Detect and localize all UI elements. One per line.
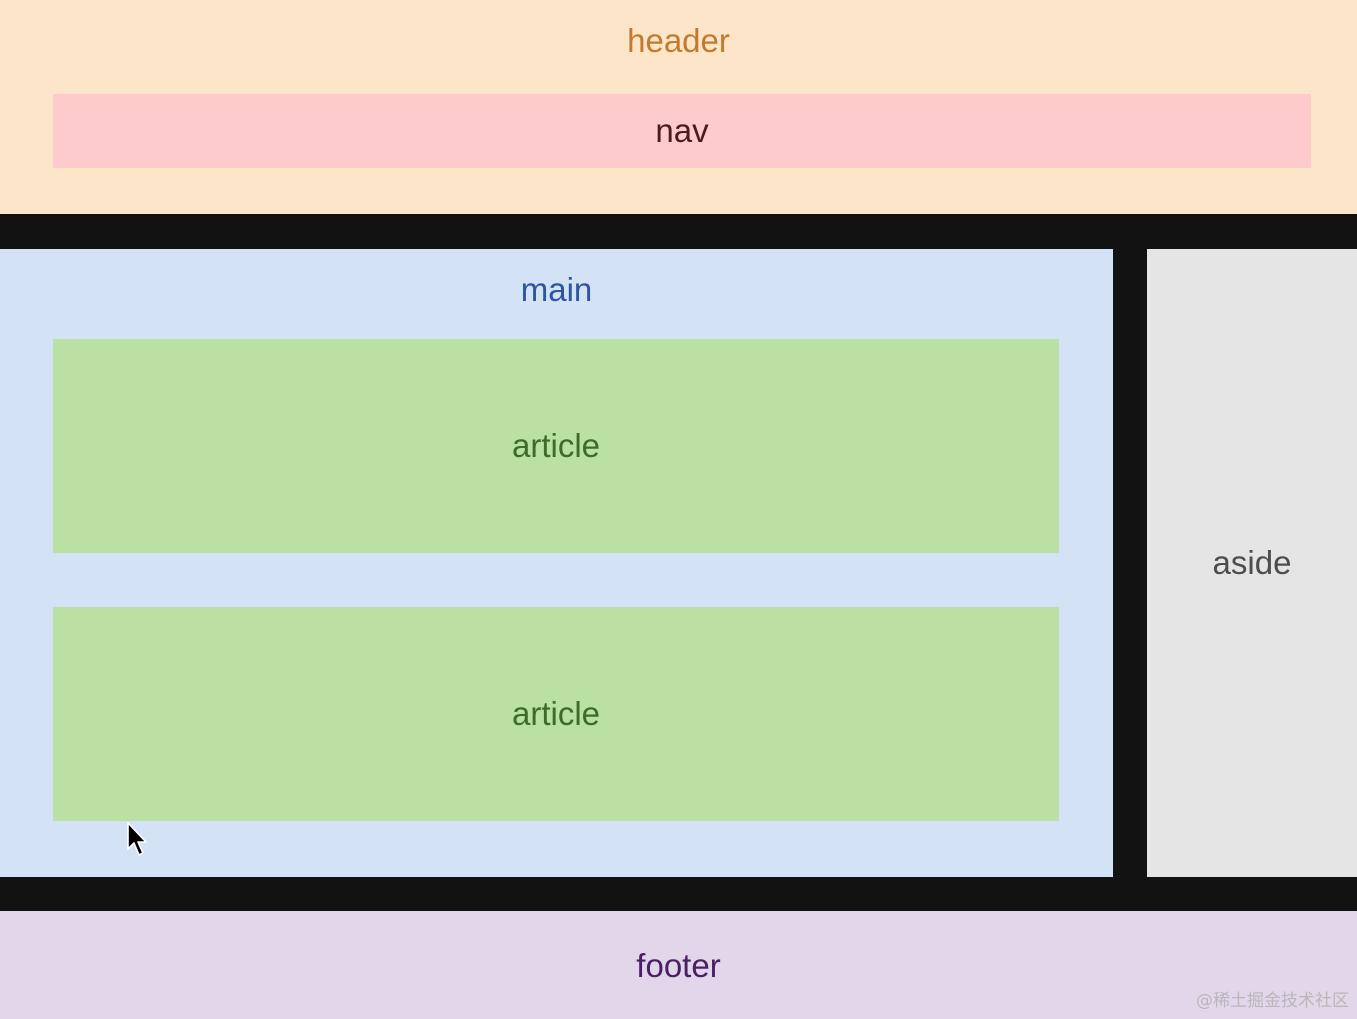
footer-label: footer — [636, 947, 721, 984]
article-block: article — [53, 607, 1059, 821]
aside-block: aside — [1147, 249, 1357, 877]
header-block: header nav — [0, 0, 1357, 214]
article-label: article — [511, 695, 601, 732]
nav-label: nav — [655, 112, 709, 149]
article-block: article — [53, 339, 1059, 553]
mouse-pointer-icon — [127, 822, 147, 856]
main-block: main article article — [0, 249, 1113, 877]
watermark-text: @稀土掘金技术社区 — [1196, 991, 1349, 1011]
aside-label: aside — [1212, 544, 1292, 581]
main-label: main — [520, 271, 593, 308]
header-label: header — [627, 22, 730, 59]
article-label: article — [511, 427, 601, 464]
footer-block: footer — [0, 911, 1357, 1019]
nav-block: nav — [53, 94, 1311, 168]
